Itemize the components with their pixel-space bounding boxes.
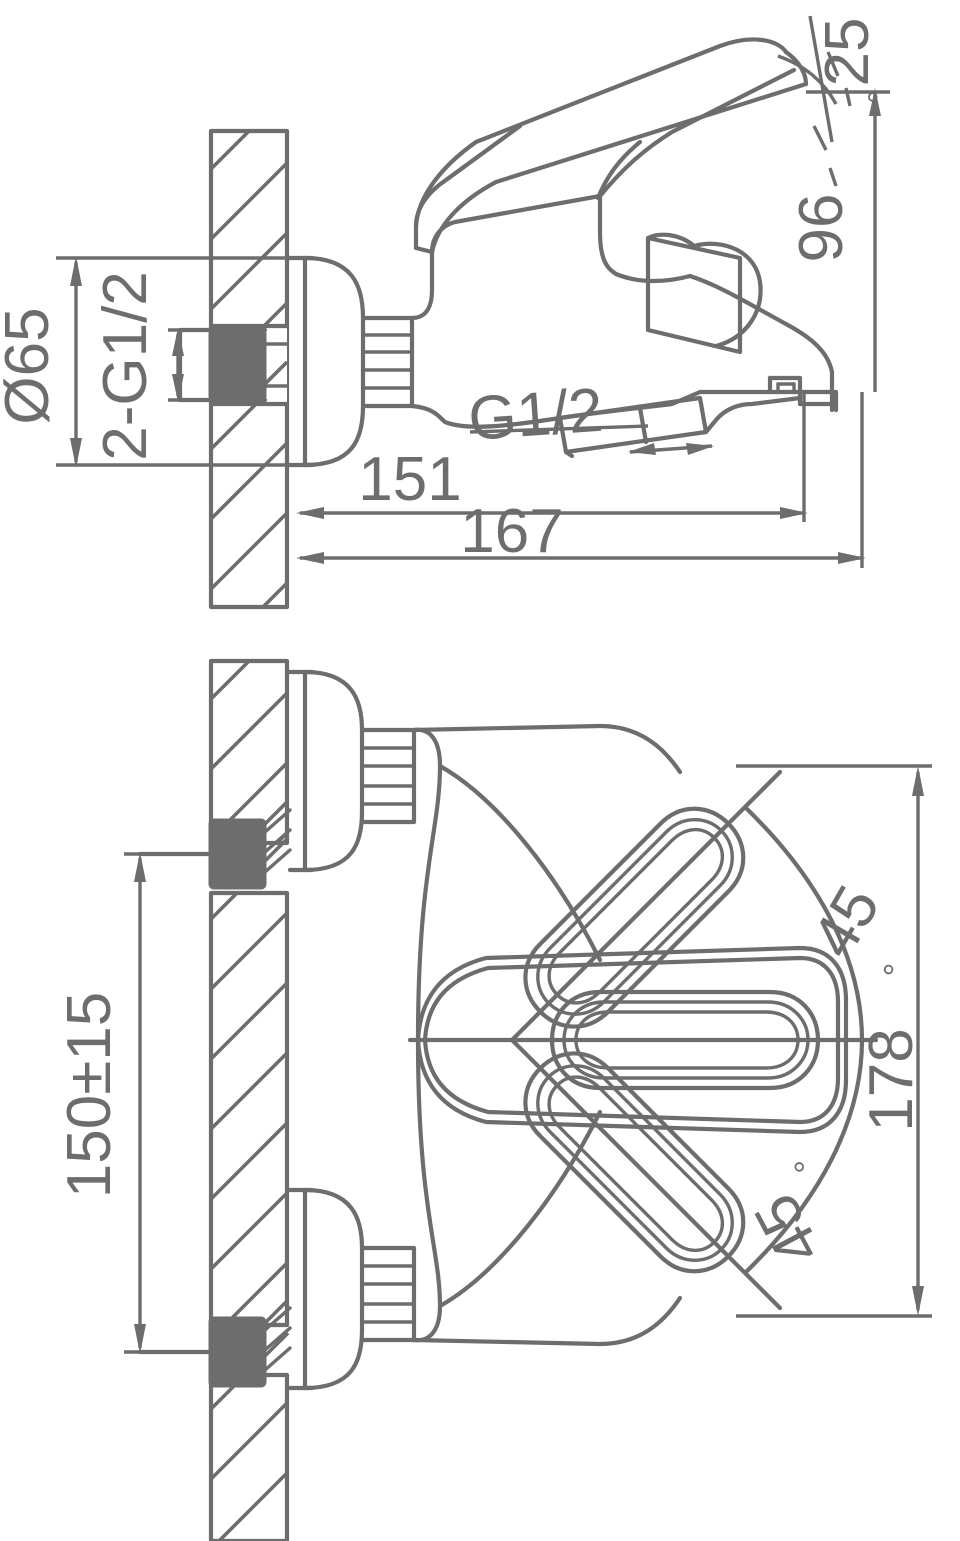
label-inlet-centers: 150±15 bbox=[55, 992, 124, 1198]
threaded-nipple-plan-bottom bbox=[359, 1245, 417, 1343]
dim-overall-width-178 bbox=[736, 764, 932, 1318]
label-handle-height: 96 bbox=[787, 194, 856, 263]
lever-grip-rotated-down bbox=[523, 1051, 746, 1274]
threaded-nipple-plan-top bbox=[359, 727, 417, 825]
escutcheon-plan-top bbox=[287, 669, 365, 873]
dim-flange-65 bbox=[56, 256, 305, 468]
dim-outlet-thread bbox=[469, 424, 714, 455]
label-swivel-angle-upper-degree: ° bbox=[876, 958, 916, 989]
label-projection-167: 167 bbox=[460, 497, 563, 566]
lever-grip-rotated-up bbox=[523, 806, 746, 1029]
dim-projection-167 bbox=[285, 392, 866, 568]
label-lever-angle: 25 bbox=[813, 18, 882, 87]
dim-projection-151 bbox=[296, 392, 808, 522]
escutcheon-plan-bottom bbox=[287, 1187, 365, 1391]
mixer-body-plan bbox=[411, 723, 683, 1347]
label-projection-151: 151 bbox=[358, 445, 461, 514]
label-flange-diameter: Ø65 bbox=[0, 307, 62, 424]
plan-view bbox=[124, 658, 932, 1541]
shower-outlet-side bbox=[557, 395, 803, 459]
dim-height-96 bbox=[806, 88, 890, 392]
side-elevation-view bbox=[56, 15, 890, 610]
diverter-knob-side bbox=[645, 232, 763, 355]
lever-handle-side bbox=[413, 37, 809, 284]
lever-angle-indicator bbox=[777, 15, 852, 187]
threaded-nipple-upper bbox=[360, 315, 415, 409]
swivel-leader-lines bbox=[407, 769, 879, 1311]
label-inlet-thread: 2-G1/2 bbox=[91, 271, 160, 461]
label-swivel-angle-lower-degree: ° bbox=[786, 1148, 826, 1178]
dim-inlet-centers-150 bbox=[124, 852, 212, 1354]
escutcheon-upper bbox=[284, 255, 366, 468]
dimension-labels: Ø65 2-G1/2 25 ° 96 151 167 G1/2 150±15 1… bbox=[0, 18, 926, 1277]
label-outlet-thread: G1/2 bbox=[466, 376, 605, 454]
dim-inlet-thread bbox=[168, 328, 212, 402]
label-lever-angle-degree: ° bbox=[862, 90, 900, 104]
label-overall-width: 178 bbox=[857, 1028, 926, 1131]
